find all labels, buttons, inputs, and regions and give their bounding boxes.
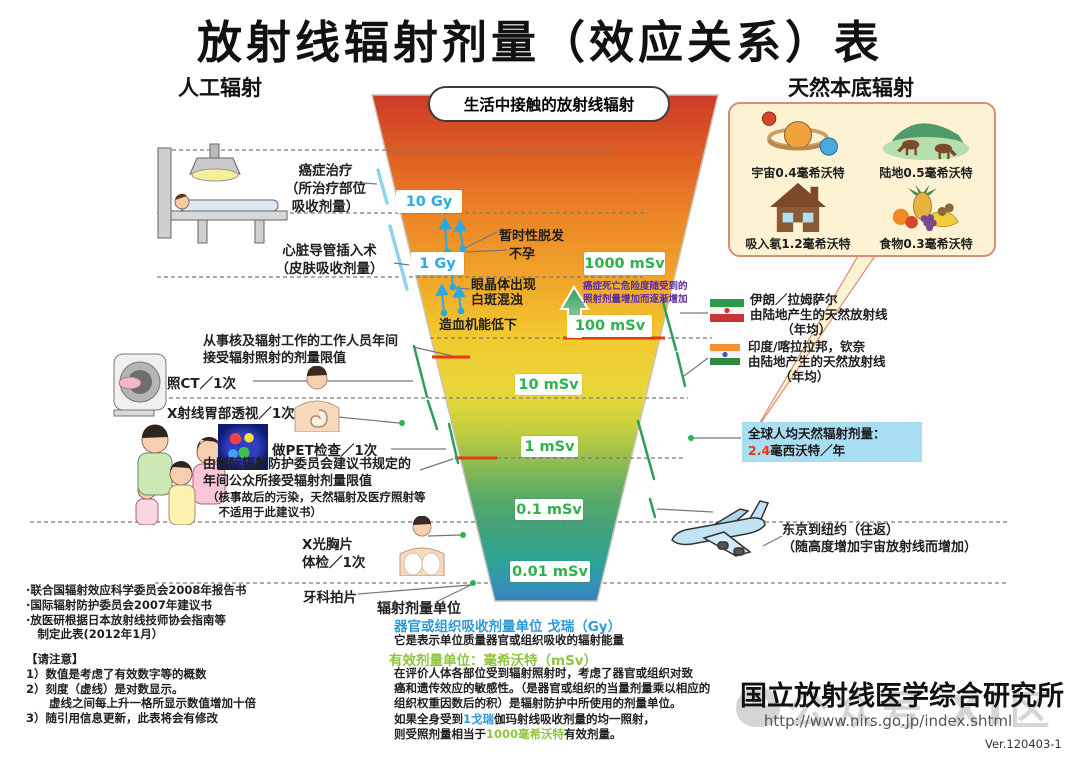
india-flag-icon	[710, 344, 740, 365]
level-label-10gy: 10 Gy	[396, 190, 462, 213]
artificial-radiation-heading: 人工辐射	[178, 76, 262, 100]
natural-item-food: 食物0.3毫希沃特	[862, 181, 990, 252]
annotation-ct-scan: 照CT／1次	[167, 376, 237, 392]
leader-endpoint-dots	[399, 420, 694, 586]
iran-flag-icon	[710, 299, 744, 322]
pet-scan-image	[218, 424, 268, 470]
natural-item-land: 陆地0.5毫希沃特	[862, 110, 990, 181]
ct-scanner-illustration	[113, 353, 167, 417]
natural-radiation-heading: 天然本底辐射	[788, 76, 914, 100]
units-gy-title: 器官或组织吸收剂量单位 戈瑞（Gy）	[394, 619, 622, 635]
natural-background-panel: 宇宙0.4毫希沃特 陆地0.5毫希沃特	[728, 102, 996, 257]
region-iran-label: 伊朗／拉姆萨尔 由陆地产生的天然放射线 （年均）	[750, 292, 888, 337]
radiotherapy-illustration	[157, 143, 288, 244]
watermark-text: 公众号 XI区	[788, 688, 1057, 734]
level-label-1gy: 1 Gy	[411, 252, 464, 275]
house-icon	[770, 182, 826, 233]
leader-lines	[253, 181, 783, 602]
global-average-suffix: 毫西沃特／年	[770, 443, 846, 458]
units-msv-title: 有效剂量单位：毫希沃特（mSv）	[389, 653, 598, 669]
region-india-label: 印度/喀拉拉邦，钦奈 由陆地产生的天然放射线 （年均）	[748, 339, 886, 384]
annotation-worker-limit: 从事核及辐射工作的工作人员年间 接受辐射照射的剂量限值	[203, 334, 399, 366]
notes-list: 【请注意】 1）数值是考虑了有效数字等的概数 2）刻度（虚线）是对数显示。 虚线…	[26, 652, 256, 726]
units-body-msv-highlight: 1000毫希沃特	[486, 726, 565, 741]
level-label-10msv: 10 mSv	[515, 374, 582, 395]
cancer-risk-arrow-icon	[559, 285, 590, 338]
funnel-title-bubble: 生活中接触的放射线辐射	[428, 86, 670, 122]
annotation-stomach-xray: X射线胃部透视／1次	[167, 406, 295, 422]
planets-icon	[761, 111, 838, 156]
flight-label: 东京到纽约（往返） （随高度增加宇宙放射线而增加）	[782, 523, 978, 555]
annotation-pet-scan: 做PET检查／1次	[272, 443, 378, 459]
annotation-cancer-therapy: 癌症治疗 （所治疗部位 吸收剂量）	[285, 163, 366, 215]
effect-hair-loss: 暂时性脱发	[499, 229, 565, 244]
version-label: Ver.120403-1	[985, 737, 1062, 751]
blue-range-marks	[376, 168, 409, 291]
stomach-figure	[294, 366, 340, 432]
annotation-chest-xray: X光胸片 体检／1次	[302, 537, 366, 571]
green-range-marks	[412, 296, 687, 519]
effect-hematopoietic: 造血机能低下	[439, 318, 518, 333]
natural-item-label: 陆地0.5毫希沃特	[879, 166, 973, 180]
annotation-dental-xray: 牙科拍片	[303, 590, 357, 606]
global-average-box: 全球人均天然辐射剂量： 2.4毫西沃特／年	[742, 422, 922, 462]
units-gy-desc: 它是表示单位质量器官或组织吸收的辐射能量	[394, 633, 624, 647]
units-body-part: 伽玛射线吸收剂量的均一照射， 则受照剂量相当于	[394, 711, 656, 741]
fruits-icon	[892, 184, 959, 232]
natural-item-cosmic: 宇宙0.4毫希沃特	[734, 110, 862, 181]
cancer-risk-note: 癌症死亡危险度随受到的 照射剂量增加而逐渐增加	[583, 281, 688, 305]
effect-up-arrows	[435, 216, 467, 317]
natural-item-label: 宇宙0.4毫希沃特	[751, 166, 845, 180]
sources-list: ·联合国辐射效应科学委员会2008年报告书 ·国际辐射防护委员会2007年建议书…	[26, 583, 247, 642]
level-label-1msv: 1 mSv	[521, 436, 578, 457]
natural-item-label: 食物0.3毫希沃特	[879, 237, 973, 251]
level-label-0_1msv: 0.1 mSv	[515, 499, 583, 520]
annotation-cardiac-catheter: 心脏导管插入术 （皮肤吸收剂量）	[275, 243, 384, 277]
units-title: 辐射剂量单位	[377, 601, 461, 617]
institute-name: 国立放射线医学综合研究所	[740, 681, 1064, 712]
units-body-part: 在评价人体各部位受到辐射照射时，考虑了器官或组织对致 癌和遗传效应的敏感性。（是…	[394, 666, 711, 726]
natural-item-label: 吸入氡1.2毫希沃特	[745, 237, 851, 251]
annotation-public-limit-note: （核事故后的污染，天然辐射及医疗照射等 不适用于此建议书）	[207, 490, 426, 519]
effect-infertility: 不孕	[509, 247, 536, 262]
units-body: 在评价人体各部位受到辐射照射时，考虑了器官或组织对致 癌和遗传效应的敏感性。（是…	[394, 666, 754, 742]
level-label-100msv: 100 mSv	[568, 315, 652, 337]
family-illustration	[135, 424, 226, 525]
airplane-icon	[671, 500, 770, 557]
natural-item-radon: 吸入氡1.2毫希沃特	[734, 181, 862, 252]
units-body-gy-highlight: 1戈瑞	[463, 711, 495, 726]
institute-url: http://www.nirs.go.jp/index.shtml	[763, 712, 1013, 730]
level-label-0_01msv: 0.01 mSv	[510, 561, 590, 582]
effect-lens-opacity: 眼晶体出现 白斑混浊	[471, 278, 537, 308]
global-average-value: 2.4	[748, 443, 771, 458]
level-label-1000msv: 1000 mSv	[584, 252, 665, 275]
wechat-watermark: 公众号 XI区	[736, 678, 1057, 736]
wechat-logo-icon	[736, 687, 780, 727]
chest-figure	[399, 516, 445, 576]
units-body-part: 有效剂量。	[564, 726, 622, 741]
meadow-horses-icon	[882, 123, 970, 161]
page-title: 放射线辐射剂量（效应关系）表	[196, 16, 883, 69]
annotation-public-limit: 由国际辐射防护委员会建议书规定的 年间公众所接受辐射剂量限值	[203, 457, 412, 489]
global-average-prefix: 全球人均天然辐射剂量：	[748, 426, 886, 441]
